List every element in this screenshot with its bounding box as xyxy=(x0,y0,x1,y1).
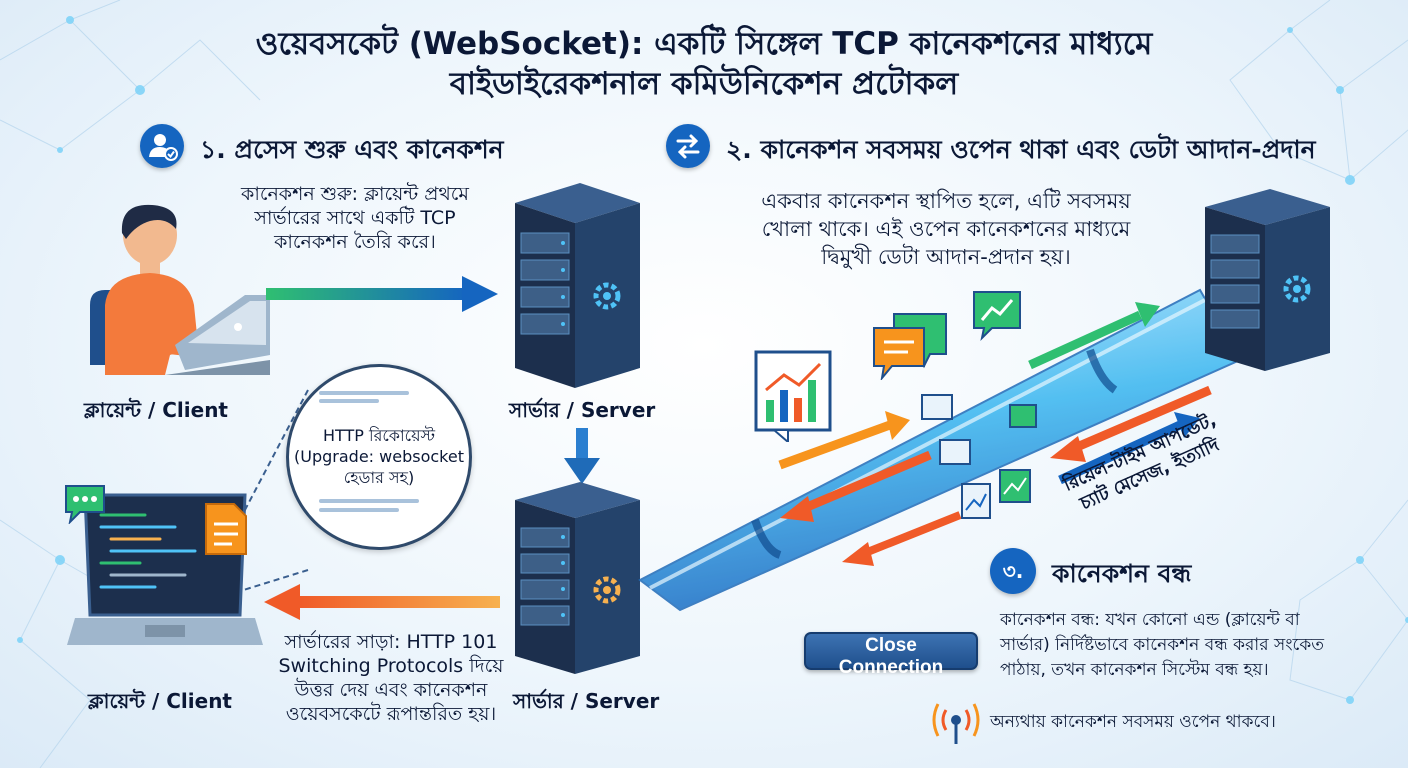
http-request-text: HTTP রিকোয়েস্ট (Upgrade: websocket হেডা… xyxy=(294,426,464,487)
gear-icon xyxy=(593,576,621,604)
flow-arrow-green xyxy=(1028,302,1160,370)
connection-open-note: অন্যথায় কানেকশন সবসময় ওপেন থাকবে। xyxy=(990,712,1276,732)
client-label-top: ক্লায়েন্ট / Client xyxy=(84,398,228,422)
gear-icon xyxy=(593,282,621,310)
flow-arrow-orange xyxy=(1050,385,1212,462)
open-connection-text: একবার কানেকশন স্থাপিত হলে, এটি সবসময় খো… xyxy=(761,189,1131,269)
chat-bubble-icon xyxy=(65,485,105,524)
response-arrow xyxy=(264,584,500,620)
close-connection-text: কানেকশন বন্ধ: যখন কোনো এন্ড (ক্লায়েন্ট … xyxy=(1000,610,1325,680)
user-check-icon xyxy=(149,134,178,161)
section1-badge xyxy=(140,124,184,168)
section2-title: ২. কানেকশন সবসময় ওপেন থাকা এবং ডেটা আদা… xyxy=(726,135,1316,164)
client-label-bottom: ক্লায়েন্ট / Client xyxy=(88,689,232,713)
gear-icon xyxy=(1283,275,1311,303)
flow-arrow-orange-4 xyxy=(842,511,962,566)
mini-chart-icons xyxy=(961,469,1031,519)
client-person-illustration xyxy=(90,204,270,375)
chat-bubble-icon xyxy=(873,313,947,380)
down-arrow xyxy=(564,428,600,484)
close-connection-button[interactable]: Close Connection xyxy=(804,632,978,678)
request-line-deco xyxy=(319,391,409,403)
section3-title: কানেকশন বন্ধ xyxy=(1052,559,1192,588)
line-chart-icon xyxy=(754,350,832,442)
flow-arrow-orange-3 xyxy=(780,450,932,522)
trend-chat-icon xyxy=(973,291,1021,342)
section2-badge xyxy=(666,124,710,168)
section3-badge: ৩. xyxy=(990,548,1036,594)
section1-title: ১. প্রসেস শুরু এবং কানেকশন xyxy=(200,135,504,164)
server-label-bottom: সার্ভার / Server xyxy=(513,689,660,713)
http-request-bubble: HTTP রিকোয়েস্ট (Upgrade: websocket হেডা… xyxy=(286,364,472,550)
document-icon xyxy=(205,503,247,555)
request-line-deco-2 xyxy=(319,499,419,512)
request-arrow xyxy=(266,276,498,312)
document-icon xyxy=(921,394,953,420)
chat-bubble-icon xyxy=(1009,404,1037,428)
server-label-top: সার্ভার / Server xyxy=(509,398,656,422)
server-bottom-illustration xyxy=(515,482,640,674)
connection-init-text: কানেকশন শুরু: ক্লায়েন্ট প্রথমে সার্ভারে… xyxy=(241,183,469,253)
flow-arrow-blue xyxy=(1058,412,1200,485)
swap-arrows-icon xyxy=(676,134,700,159)
page-title: ওয়েবসকেট (WebSocket): একটি সিঙ্গেল TCP … xyxy=(0,24,1408,104)
title-line-1: ওয়েবসকেট (WebSocket): একটি সিঙ্গেল TCP … xyxy=(255,26,1153,62)
server-right-illustration xyxy=(1205,189,1330,371)
envelope-icon xyxy=(939,439,971,465)
server-top-illustration xyxy=(515,183,640,388)
server-response-text: সার্ভারের সাড়া: HTTP 101 Switching Prot… xyxy=(278,631,504,725)
signal-antenna-icon xyxy=(932,703,980,744)
title-line-2: বাইডাইরেকশনাল কমিউনিকেশন প্রটোকল xyxy=(449,66,959,102)
flow-arrow-orange-2 xyxy=(778,411,910,470)
